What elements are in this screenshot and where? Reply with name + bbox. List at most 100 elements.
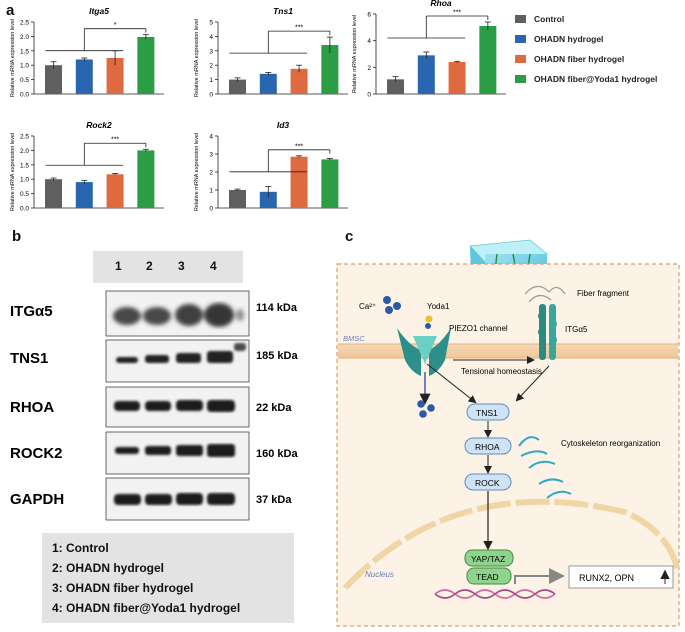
lane-number: 1	[115, 259, 122, 273]
legend-swatch	[515, 55, 526, 63]
rhoa-node	[464, 437, 512, 455]
significance-label: ***	[295, 143, 303, 150]
tensional-label-word: Tensional homeostasis	[461, 367, 542, 376]
calcium-label: Ca²⁺	[359, 302, 376, 311]
y-tick-label: 3	[209, 152, 213, 159]
runx-box	[568, 565, 674, 589]
protein-label: TNS1	[10, 350, 48, 367]
rhoa-label: RHOA	[475, 442, 500, 452]
fiber-fragment-icon	[524, 285, 566, 303]
bar	[387, 79, 405, 94]
lane-number: 4	[210, 259, 217, 273]
blot-row-gapdh: GAPDH 37 kDa	[10, 477, 292, 521]
fiber-fragment-label: Fiber fragment	[577, 289, 630, 298]
nucleus-envelope	[342, 498, 681, 591]
y-tick-label: 0.5	[20, 191, 29, 198]
key-line: 3: OHADN fiber hydrogel	[52, 581, 194, 595]
y-tick-label: 2	[209, 63, 213, 70]
lane-key: 1: Control 2: OHADN hydrogel 3: OHADN fi…	[42, 533, 294, 623]
protein-label: GAPDH	[10, 491, 64, 508]
bar	[45, 65, 63, 94]
tead-label: TEAD	[476, 572, 499, 582]
y-tick-label: 1.0	[20, 177, 29, 184]
runx-label: RUNX2, OPN	[579, 573, 634, 583]
chart-title: Id3	[277, 120, 290, 130]
y-tick-label: 2	[209, 170, 213, 177]
kda-label: 185 kDa	[256, 350, 298, 362]
y-tick-label: 4	[209, 34, 213, 41]
bar-chart-itga5: 0.0 0.5 1.0 1.5 2.0 2.5 Relative mRNA expressi…	[10, 6, 164, 99]
legend-item-yoda1: OHADN fiber@Yoda1 hydrogel	[515, 69, 683, 89]
chart-title: Rhoa	[430, 0, 452, 8]
bar	[479, 26, 497, 94]
y-tick-label: 4	[367, 38, 371, 45]
bar	[290, 68, 308, 94]
y-tick-label: 0	[209, 206, 213, 213]
y-tick-label: 1.5	[20, 48, 29, 55]
legend-item-control: Control	[515, 9, 683, 29]
y-tick-label: 2	[367, 65, 371, 72]
blot-row-tns1: TNS1 185 kDa	[10, 339, 298, 383]
y-tick-label: 2.5	[20, 134, 29, 141]
legend-label: OHADN hydrogel	[534, 34, 604, 44]
bar	[259, 73, 277, 94]
y-tick-label: 1	[209, 77, 213, 84]
y-tick-label: 1.0	[20, 63, 29, 70]
y-axis-title: Relative mRNA expression level	[194, 133, 200, 211]
western-blot: ITGα5 114 kDa TNS1 185 kDa RHOA	[10, 290, 298, 521]
y-tick-label: 6	[367, 12, 371, 19]
yaptaz-label: YAP/TAZ	[471, 554, 505, 564]
y-tick-label: 0	[209, 92, 213, 99]
blot-row-itga5: ITGα5 114 kDa	[10, 290, 298, 337]
bar	[321, 159, 339, 208]
kda-label: 37 kDa	[256, 494, 292, 506]
key-line: 4: OHADN fiber@Yoda1 hydrogel	[52, 601, 241, 615]
bar	[137, 150, 155, 208]
chart-title: Rock2	[86, 120, 112, 130]
y-tick-label: 0.0	[20, 92, 29, 99]
chart-title: Itga5	[89, 6, 109, 16]
chart-title: Tns1	[273, 6, 293, 16]
legend-label: OHADN fiber hydrogel	[534, 54, 625, 64]
significance-label: ***	[453, 10, 461, 17]
tensional-label: Tensional homeostasis	[461, 367, 542, 376]
bar	[417, 55, 435, 94]
protein-label: RHOA	[10, 399, 54, 416]
y-axis-title: Relative mRNA expression level	[10, 19, 16, 97]
piezo1-channel-icon	[397, 315, 451, 376]
legend-item-hydrogel: OHADN hydrogel	[515, 29, 683, 49]
y-tick-label: 5	[209, 20, 213, 27]
blot-lane-header: 1 2 3 4	[93, 251, 243, 283]
y-tick-label: 0.5	[20, 77, 29, 84]
protein-label: ITGα5	[10, 303, 53, 320]
mechanism-diagram: BMSC Ca²⁺ Yoda1 PIEZO1 channel Fiber fra…	[336, 239, 681, 627]
piezo1-label: PIEZO1 channel	[449, 324, 508, 333]
tead-node	[466, 567, 512, 585]
panel-label-a: a	[6, 2, 15, 19]
cytoskeleton-icon	[518, 436, 572, 499]
legend-swatch	[515, 75, 526, 83]
panel-label-c: c	[345, 228, 354, 245]
itga5-label: ITGα5	[565, 325, 588, 334]
panel-label-b: b	[12, 228, 22, 245]
blot-row-rock2: ROCK2 160 kDa	[10, 431, 298, 475]
bar	[45, 179, 63, 208]
significance-label: ***	[295, 25, 303, 32]
significance-label: *	[114, 22, 117, 29]
y-tick-label: 2.0	[20, 34, 29, 41]
y-tick-label: 0.0	[20, 206, 29, 213]
yaptaz-node	[464, 549, 514, 567]
kda-label: 22 kDa	[256, 402, 292, 414]
y-tick-label: 1.5	[20, 162, 29, 169]
y-axis-title: Relative mRNA expression level	[352, 15, 358, 93]
y-axis-title: Relative mRNA expression level	[10, 133, 16, 211]
y-axis-title: Relative mRNA expression level	[194, 19, 200, 97]
legend-label: OHADN fiber@Yoda1 hydrogel	[534, 74, 658, 84]
kda-label: 160 kDa	[256, 448, 298, 460]
significance-label: ***	[111, 137, 119, 144]
y-tick-label: 2.5	[20, 20, 29, 27]
